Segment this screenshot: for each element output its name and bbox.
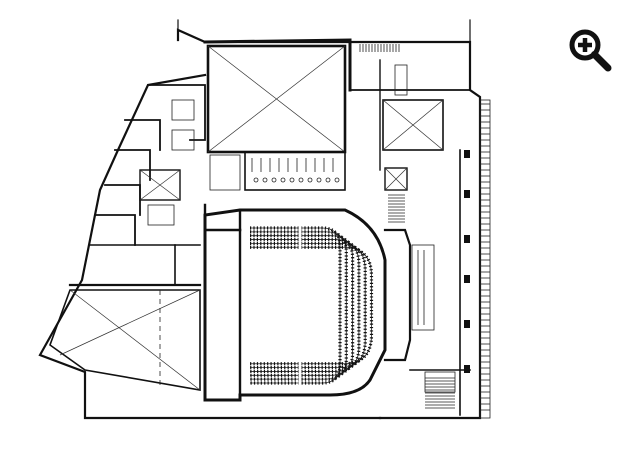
lower-left-void — [49, 289, 201, 391]
magnifier-handle — [591, 51, 612, 72]
toilet-block — [209, 151, 346, 191]
east-facade — [479, 99, 491, 419]
auditorium-shell — [203, 203, 435, 402]
magnifier-plus-icon[interactable] — [566, 26, 614, 74]
building-outline — [38, 19, 482, 420]
west-wing-rooms — [68, 84, 206, 287]
upper-right-void — [382, 99, 444, 151]
magnifier-lens — [569, 29, 601, 61]
seating-block — [250, 225, 374, 388]
facade-windows — [464, 150, 470, 373]
east-circulation — [349, 44, 471, 416]
fly-tower-void — [206, 44, 347, 154]
